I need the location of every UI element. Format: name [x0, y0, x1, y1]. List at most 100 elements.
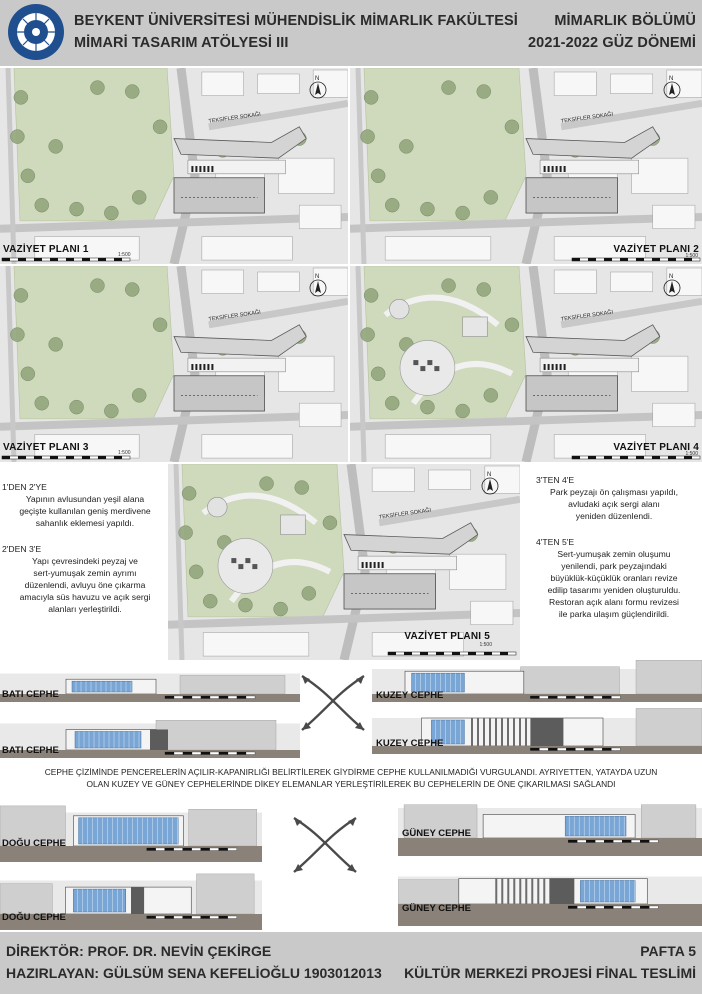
neighbour-building [298, 204, 342, 230]
neighbour-building [610, 73, 654, 94]
plan-scale: 1:500 [118, 252, 131, 258]
plan-scale: 1:500 [479, 642, 492, 648]
tree-icon [69, 201, 84, 217]
elevation-label: KUZEY CEPHE [376, 738, 444, 749]
tree-icon [363, 288, 379, 303]
header-bar: BEYKENT ÜNİVERSİTESİ MÜHENDİSLİK MİMARLI… [0, 0, 702, 66]
tree-icon [483, 190, 499, 205]
plan-label: VAZİYET PLANI 2 [613, 244, 699, 255]
author-text: HAZIRLAYAN: GÜLSÜM SENA KEFELİOĞLU 19030… [6, 965, 382, 981]
tree-icon [259, 476, 274, 491]
elevation-label: GÜNEY CEPHE [402, 903, 471, 914]
note-line: avludaki açık sergi alanı [568, 499, 660, 509]
plan-scale: 1:500 [685, 253, 698, 259]
neighbour-building [201, 434, 293, 459]
elevation-drawing [372, 660, 702, 702]
neighbour-building [201, 236, 293, 261]
neighbour-building [278, 157, 335, 194]
tree-icon [90, 80, 105, 95]
tree-icon [131, 388, 147, 403]
tree-icon [399, 139, 414, 154]
note-line: sert-yumuşak zemin ayrımı [33, 568, 137, 578]
elevation-west-2 [0, 712, 300, 758]
plan-label: VAZİYET PLANI 4 [613, 442, 699, 453]
tree-icon [90, 278, 105, 293]
park-area [13, 266, 175, 420]
note-line: yeniden düzenlendi. [575, 511, 653, 521]
note-line: sahanlık eklemesi yapıldı. [35, 518, 135, 528]
tree-icon [322, 515, 338, 531]
north-arrow-icon: N [481, 472, 499, 495]
tree-icon [48, 337, 63, 352]
tree-icon [104, 403, 119, 419]
tree-icon [455, 205, 470, 221]
tree-icon [363, 90, 379, 105]
elevation-drawing [0, 805, 262, 862]
note-line: Park peyzajı ön çalışması yapıldı, [549, 487, 678, 497]
plan-label: VAZİYET PLANI 1 [3, 244, 89, 255]
term-title: 2021-2022 GÜZ DÖNEMİ [527, 35, 696, 51]
neighbour-building [449, 553, 507, 590]
neighbour-building [384, 434, 492, 459]
tree-icon [504, 317, 520, 333]
tree-icon [48, 139, 63, 154]
note-line: Yapının avlusundan yeşil alana [25, 494, 145, 504]
director-text: DİREKTÖR: PROF. DR. NEVİN ÇEKİRGE [6, 943, 272, 959]
university-logo [6, 2, 66, 62]
tree-icon [384, 197, 400, 213]
project-title: KÜLTÜR MERKEZİ PROJESİ FİNAL TESLİMİ [404, 965, 696, 981]
tree-icon [69, 399, 84, 415]
tree-icon [301, 586, 317, 601]
neighbour-building [428, 469, 472, 490]
note-2-to-3: 2'DEN 3'E Yapı çevresindeki peyzaj ve se… [2, 543, 168, 615]
tree-icon [455, 403, 470, 419]
neighbour-building [553, 269, 597, 294]
plan-label: VAZİYET PLANI 5 [404, 631, 490, 642]
tree-icon [10, 129, 25, 144]
north-arrow-icon: N [663, 76, 681, 99]
elevation-drawing [0, 720, 300, 758]
tree-icon [124, 282, 140, 297]
scale-bar [1, 455, 131, 460]
tree-icon [10, 327, 25, 342]
tree-icon [476, 282, 492, 297]
plan-label: VAZİYET PLANI 3 [3, 442, 89, 453]
park-design [383, 294, 514, 405]
plan-scale: 1:500 [118, 450, 131, 456]
note-line: Restoran açık alanı formu revizesi [549, 597, 679, 607]
tree-icon [420, 201, 435, 217]
elevation-label: KUZEY CEPHE [376, 690, 444, 701]
tree-icon [441, 80, 456, 95]
park-area [363, 68, 527, 222]
tree-icon [202, 593, 218, 609]
elevation-north-1 [372, 658, 702, 702]
sheet-number: PAFTA 5 [640, 943, 696, 959]
cross-arrows-icon [293, 816, 357, 873]
note-line: amacıyla süs havuzu ve açık sergi [19, 592, 151, 602]
tree-icon [273, 601, 288, 617]
tree-icon [360, 129, 375, 144]
tree-icon [20, 168, 36, 184]
caption-line: CEPHE ÇİZİMİNDE PENCERELERİN AÇILIR-KAPA… [44, 767, 658, 777]
neighbour-building [202, 632, 310, 657]
north-arrow-icon: N [663, 274, 681, 297]
tree-icon [34, 197, 50, 213]
tree-icon [13, 90, 29, 105]
elevation-label: BATI CEPHE [2, 689, 59, 700]
svg-text:N: N [669, 274, 673, 280]
north-arrow-icon: N [309, 76, 327, 99]
tree-icon [104, 205, 119, 221]
tree-icon [131, 190, 147, 205]
elevation-label: DOĞU CEPHE [2, 838, 66, 849]
caption-line: OLAN KUZEY VE GÜNEY CEPHELERİNDE DİKEY E… [86, 779, 616, 789]
tree-icon [420, 399, 435, 415]
note-line: geçişte kullanılan geniş merdivene [19, 506, 151, 516]
note-line: ile parka ulaşım güçlendirildi. [558, 609, 670, 619]
studio-title: MİMARİ TASARIM ATÖLYESİ III [74, 35, 289, 51]
